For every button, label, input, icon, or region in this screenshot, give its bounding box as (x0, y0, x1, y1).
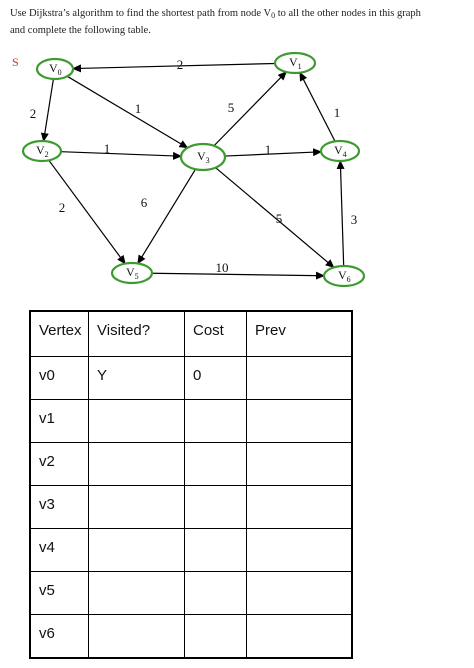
table-row: v5 (29, 571, 353, 615)
cell-visited[interactable] (88, 528, 185, 572)
cell-visited[interactable] (88, 399, 185, 443)
cell-prev[interactable] (246, 614, 353, 659)
instructions-line2: and complete the following table. (10, 25, 151, 36)
edge-weight-v1-v0: 2 (177, 57, 184, 72)
header-vertex: Vertex (29, 310, 89, 357)
edge-weight-v3-v6: 5 (276, 211, 283, 226)
edge-v6-v4 (336, 159, 345, 267)
cell-vertex: v6 (29, 614, 89, 659)
table-row: v6 (29, 614, 353, 659)
cell-cost[interactable] (184, 528, 247, 572)
edge-v2-v5 (48, 159, 126, 265)
node-label-v4: V4 (334, 143, 347, 159)
edge-v3-v6 (215, 167, 335, 269)
edges: 2 2 1 5 1 1 1 2 6 5 3 10 (30, 57, 358, 280)
node-label-v5: V5 (126, 265, 139, 281)
cell-cost[interactable]: 0 (184, 356, 247, 400)
table-header-row: Vertex Visited? Cost Prev (29, 310, 353, 357)
node-label-v2: V2 (36, 143, 49, 159)
node-label-v0: V0 (49, 61, 62, 77)
cell-cost[interactable] (184, 442, 247, 486)
instructions-line1: Use Dijkstra’s algorithm to find the sho… (10, 8, 421, 20)
edge-weight-v2-v3: 1 (104, 141, 111, 156)
cell-prev[interactable] (246, 571, 353, 615)
node-v4 (319, 139, 361, 163)
cell-vertex: v2 (29, 442, 89, 486)
cell-visited[interactable]: Y (88, 356, 185, 400)
cell-vertex: v3 (29, 485, 89, 529)
edge-weight-v0-v3: 1 (135, 101, 142, 116)
table-row: v0 Y 0 (29, 356, 353, 400)
edge-weight-v6-v4: 3 (351, 212, 358, 227)
cell-prev[interactable] (246, 356, 353, 400)
edge-weight-v0-v2: 2 (30, 106, 37, 121)
cell-cost[interactable] (184, 571, 247, 615)
edge-weight-v3-v1: 5 (228, 100, 235, 115)
header-cost: Cost (184, 310, 247, 357)
node-v6 (322, 264, 366, 288)
cell-vertex: v5 (29, 571, 89, 615)
edge-weight-v3-v5: 6 (141, 195, 148, 210)
edge-v3-v1 (213, 71, 287, 147)
node-label-v1: V1 (289, 55, 302, 71)
edge-v0-v3 (66, 75, 189, 149)
table-row: v4 (29, 528, 353, 572)
node-v3 (179, 142, 227, 172)
edge-weight-v4-v1: 1 (334, 105, 341, 120)
node-v5 (110, 261, 154, 285)
node-v1 (273, 51, 317, 75)
table-row: v2 (29, 442, 353, 486)
node-label-v3: V3 (197, 149, 210, 165)
dijkstra-table: Vertex Visited? Cost Prev v0 Y 0 v1 v2 v… (29, 310, 353, 659)
edge-weight-v3-v4: 1 (265, 142, 272, 157)
edge-v5-v6 (151, 271, 326, 280)
start-marker: S (12, 55, 19, 69)
edge-v3-v5 (137, 168, 197, 265)
cell-cost[interactable] (184, 399, 247, 443)
node-v0 (35, 57, 75, 81)
table-row: v3 (29, 485, 353, 529)
cell-prev[interactable] (246, 442, 353, 486)
header-prev: Prev (246, 310, 353, 357)
cell-visited[interactable] (88, 485, 185, 529)
cell-prev[interactable] (246, 485, 353, 529)
cell-prev[interactable] (246, 528, 353, 572)
cell-vertex: v1 (29, 399, 89, 443)
node-label-v6: V6 (338, 268, 351, 284)
cell-visited[interactable] (88, 571, 185, 615)
instructions: Use Dijkstra’s algorithm to find the sho… (10, 6, 472, 38)
cell-vertex: v4 (29, 528, 89, 572)
edge-v4-v1 (299, 71, 336, 142)
edge-v1-v0 (71, 62, 276, 73)
cell-cost[interactable] (184, 485, 247, 529)
edge-weight-v2-v5: 2 (59, 200, 66, 215)
edge-v3-v4 (224, 148, 323, 157)
cell-vertex: v0 (29, 356, 89, 400)
table-row: v1 (29, 399, 353, 443)
cell-visited[interactable] (88, 442, 185, 486)
cell-visited[interactable] (88, 614, 185, 659)
header-visited: Visited? (88, 310, 185, 357)
node-v2 (21, 139, 63, 163)
edge-v0-v2 (40, 78, 55, 143)
cell-cost[interactable] (184, 614, 247, 659)
edge-v2-v3 (60, 151, 183, 160)
cell-prev[interactable] (246, 399, 353, 443)
edge-weight-v5-v6: 10 (216, 260, 229, 275)
